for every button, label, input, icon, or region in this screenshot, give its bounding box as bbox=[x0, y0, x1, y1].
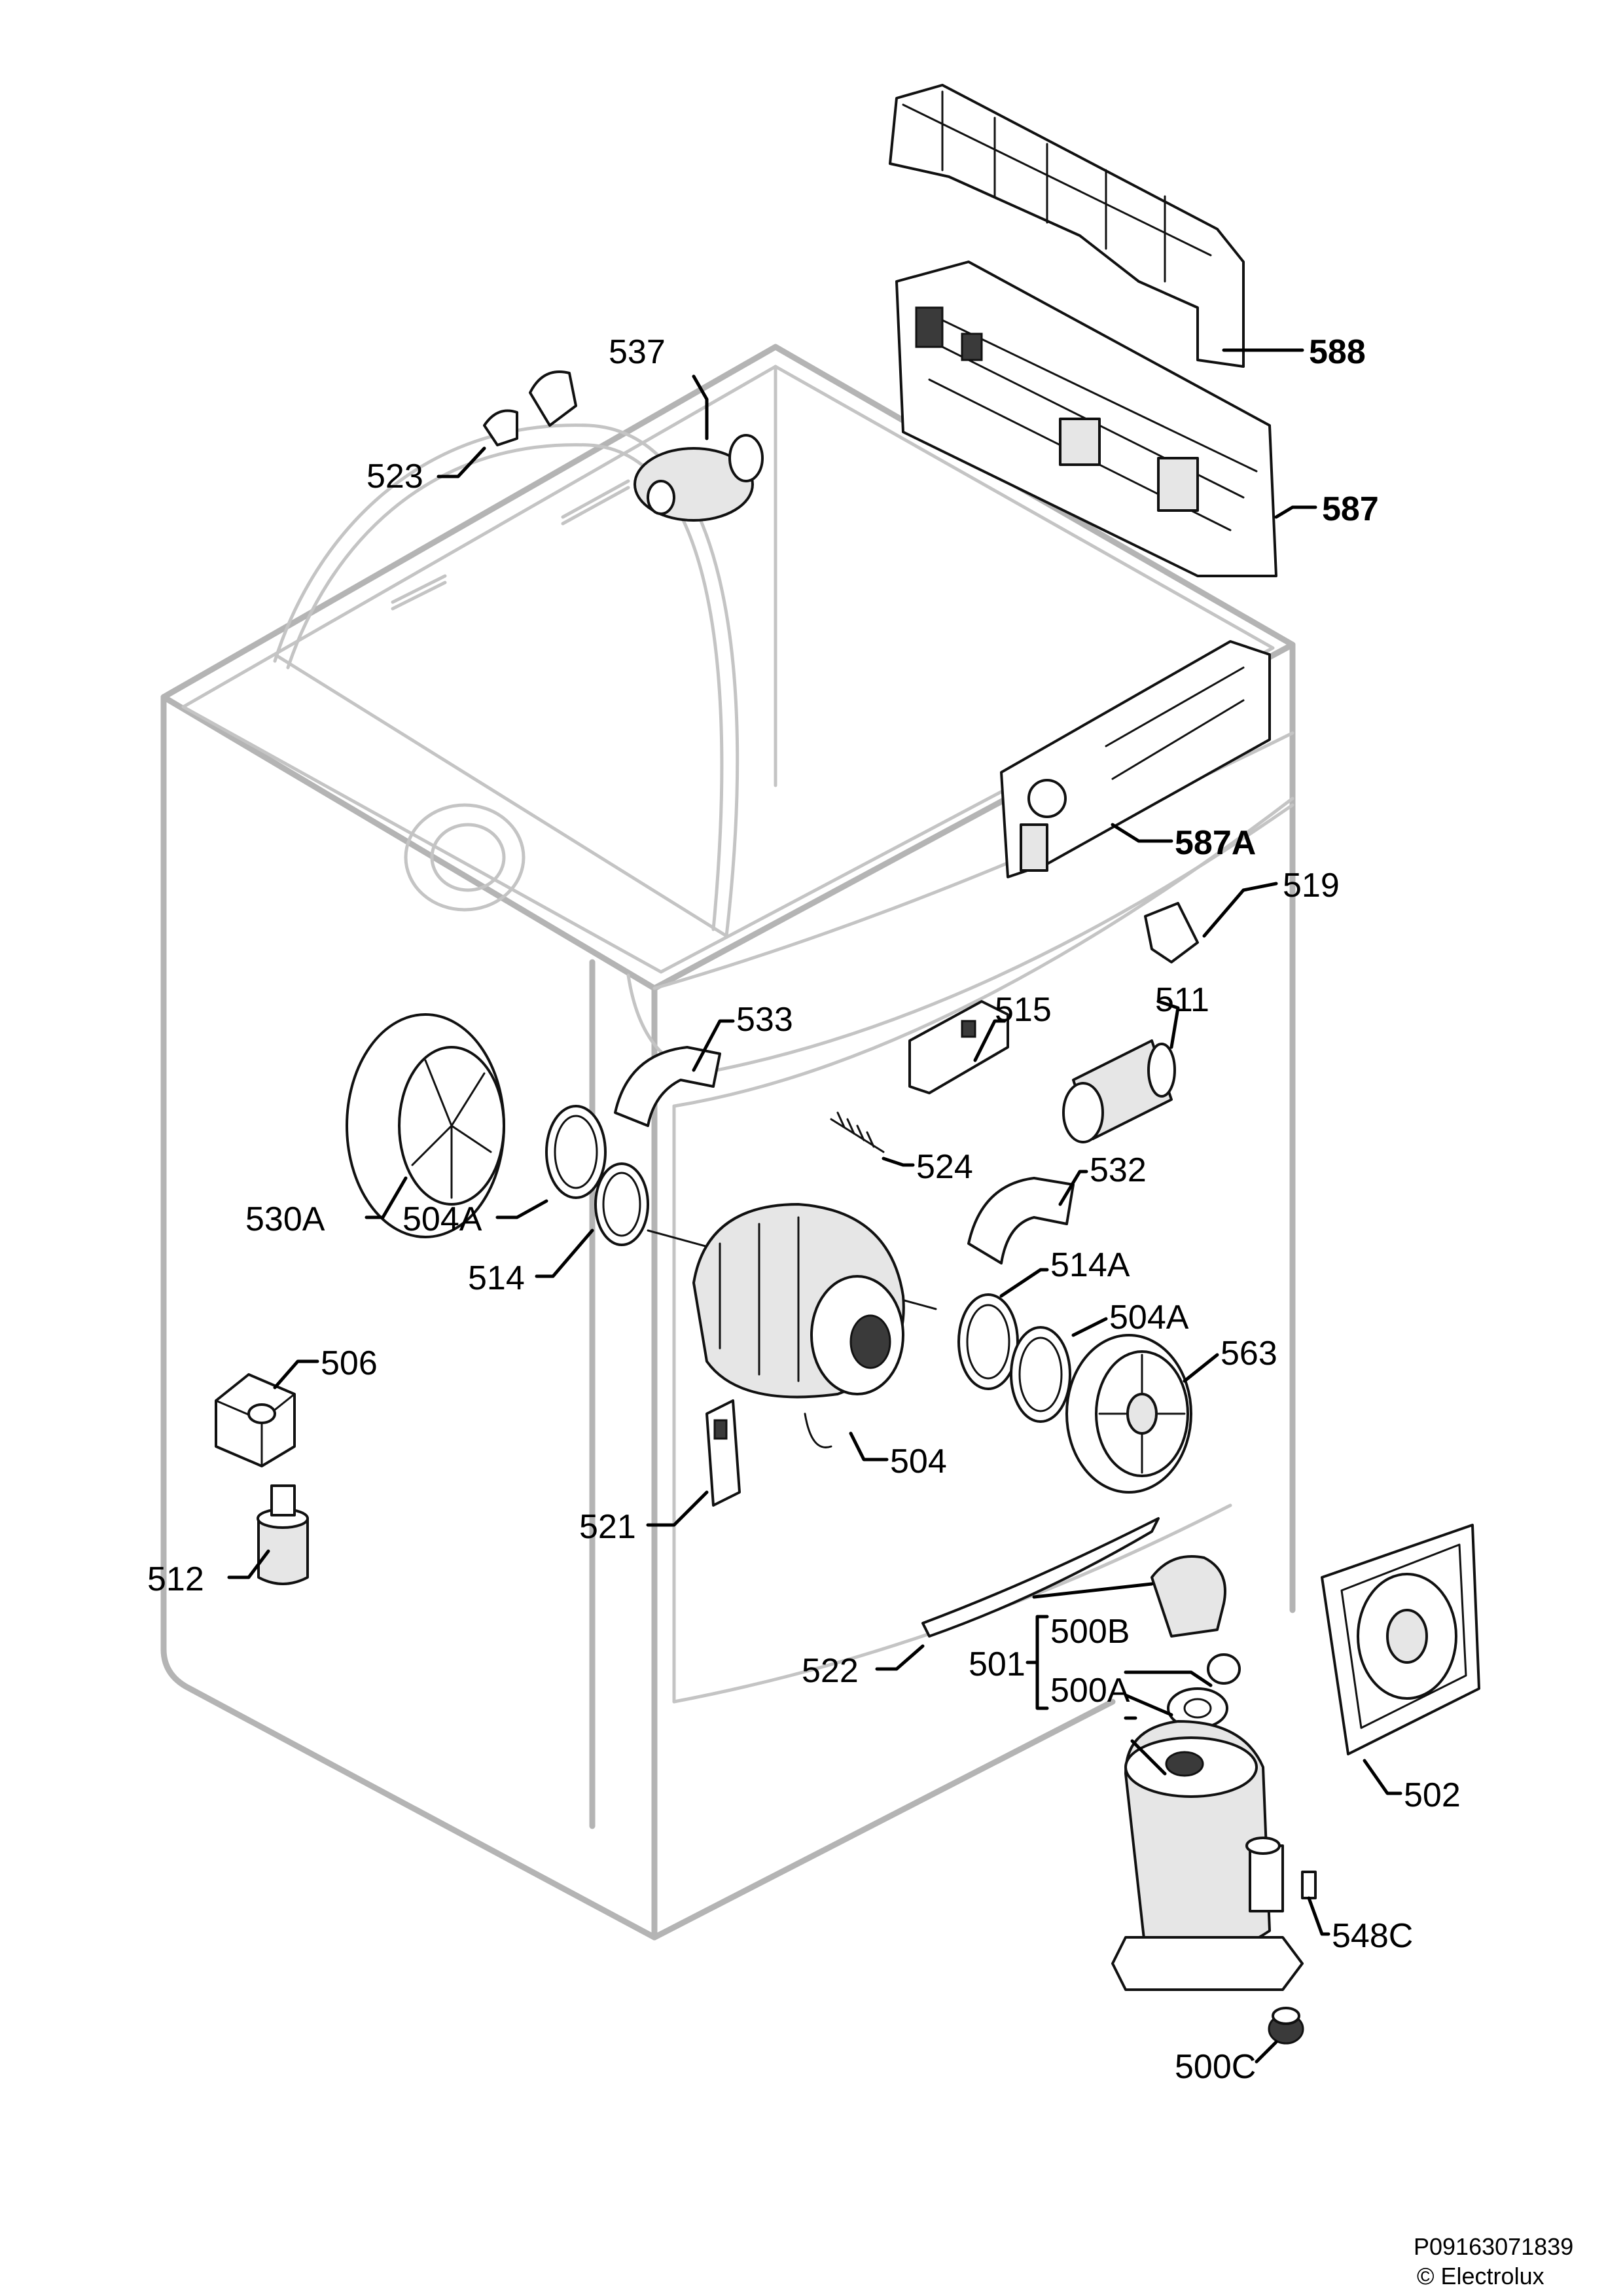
part-530A-fan-wheel bbox=[346, 1013, 505, 1238]
part-504A-ring-right bbox=[1010, 1326, 1071, 1423]
part-519-sensor bbox=[1144, 902, 1199, 963]
label-515: 515 bbox=[995, 991, 1052, 1029]
part-523-clip bbox=[483, 370, 577, 446]
label-523: 523 bbox=[366, 457, 423, 495]
label-501: 501 bbox=[969, 1645, 1026, 1683]
part-500B-overload bbox=[1150, 1555, 1241, 1685]
label-548C: 548C bbox=[1332, 1917, 1413, 1955]
part-501-compressor bbox=[1111, 1720, 1304, 1991]
label-512: 512 bbox=[147, 1560, 204, 1598]
label-530A: 530A bbox=[245, 1200, 325, 1238]
label-533: 533 bbox=[736, 1001, 793, 1039]
part-522-strip bbox=[921, 1517, 1160, 1638]
part-548C-terminal bbox=[1301, 1871, 1317, 1899]
part-563-pulley bbox=[1065, 1334, 1192, 1494]
label-537: 537 bbox=[609, 333, 666, 371]
label-514A: 514A bbox=[1050, 1246, 1130, 1284]
part-512-capacitor bbox=[257, 1484, 309, 1585]
leader-lines bbox=[227, 348, 1402, 2064]
label-588: 588 bbox=[1309, 333, 1366, 371]
part-500A-gasket bbox=[1167, 1687, 1228, 1729]
label-500A: 500A bbox=[1050, 1672, 1130, 1710]
part-587-board bbox=[895, 260, 1277, 577]
label-500B: 500B bbox=[1050, 1613, 1130, 1651]
part-514-ring bbox=[594, 1162, 649, 1246]
part-504-motor bbox=[647, 1203, 937, 1448]
label-506: 506 bbox=[321, 1344, 378, 1382]
part-500C-grommet bbox=[1268, 2007, 1304, 2045]
part-506-relay bbox=[215, 1373, 296, 1467]
label-587A: 587A bbox=[1175, 824, 1256, 862]
footer: P09163071839 © Electrolux bbox=[1414, 2233, 1573, 2289]
part-511-cylinder bbox=[1062, 1039, 1176, 1143]
copyright: © Electrolux bbox=[1417, 2263, 1544, 2289]
part-514A-ring bbox=[957, 1293, 1019, 1390]
label-504A-right: 504A bbox=[1109, 1299, 1189, 1336]
label-521: 521 bbox=[579, 1508, 636, 1546]
part-515-latch bbox=[908, 1000, 1009, 1094]
part-532-bracket bbox=[967, 1177, 1075, 1265]
part-587A-control-module bbox=[1000, 640, 1271, 878]
label-504: 504 bbox=[890, 1443, 947, 1480]
label-524: 524 bbox=[916, 1148, 973, 1186]
label-587: 587 bbox=[1322, 490, 1379, 528]
part-588-cover bbox=[889, 84, 1245, 368]
part-533-bracket bbox=[614, 1046, 721, 1127]
part-537-capacitor bbox=[633, 434, 764, 522]
callout-labels: 588 587 537 523 587A 519 533 515 511 524… bbox=[147, 333, 1461, 2086]
part-521-switch bbox=[705, 1399, 741, 1507]
label-502: 502 bbox=[1404, 1776, 1461, 1814]
label-532: 532 bbox=[1090, 1151, 1147, 1189]
label-519: 519 bbox=[1283, 867, 1340, 905]
part-502-axial-fan bbox=[1321, 1524, 1480, 1755]
label-504A-left: 504A bbox=[402, 1200, 482, 1238]
label-500C: 500C bbox=[1175, 2048, 1256, 2086]
label-514: 514 bbox=[468, 1259, 525, 1297]
part-524-spring bbox=[830, 1111, 885, 1153]
label-511: 511 bbox=[1155, 981, 1209, 1019]
label-522: 522 bbox=[802, 1652, 859, 1690]
drawing-code: P09163071839 bbox=[1414, 2233, 1573, 2260]
part-504A-ring-left bbox=[545, 1105, 607, 1199]
label-563: 563 bbox=[1221, 1335, 1277, 1372]
